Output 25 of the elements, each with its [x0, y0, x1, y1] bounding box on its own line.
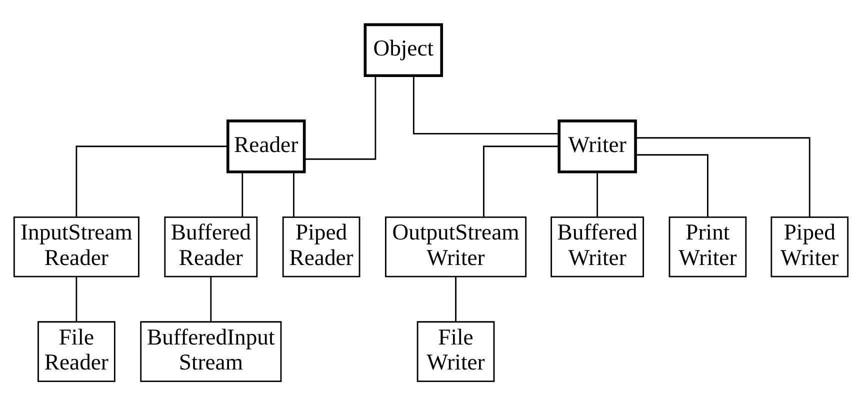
node-box: File Reader: [38, 320, 116, 382]
node-box: File Writer: [416, 320, 495, 382]
node-box: BufferedInput Stream: [140, 320, 282, 382]
node-box: Writer: [558, 119, 637, 173]
node-box: Object: [364, 22, 444, 77]
connector: [412, 75, 559, 134]
connector: [304, 75, 376, 160]
connector: [636, 136, 810, 217]
node-box: Print Writer: [668, 216, 747, 277]
connector: [636, 154, 708, 216]
node-box: OutputStream Writer: [385, 216, 527, 277]
node-box: Piped Reader: [282, 216, 360, 277]
connector: [596, 172, 598, 216]
connector: [293, 172, 294, 216]
connector: [242, 172, 244, 216]
connector: [76, 276, 78, 322]
node-box: InputStream Reader: [13, 216, 140, 277]
node-box: Buffered Reader: [164, 216, 258, 277]
connector: [210, 276, 212, 322]
node-box: Reader: [226, 119, 306, 173]
connector: [76, 145, 228, 216]
connector: [483, 145, 559, 216]
node-box: Piped Writer: [770, 216, 849, 277]
node-box: Buffered Writer: [550, 216, 644, 277]
connector: [455, 276, 456, 322]
